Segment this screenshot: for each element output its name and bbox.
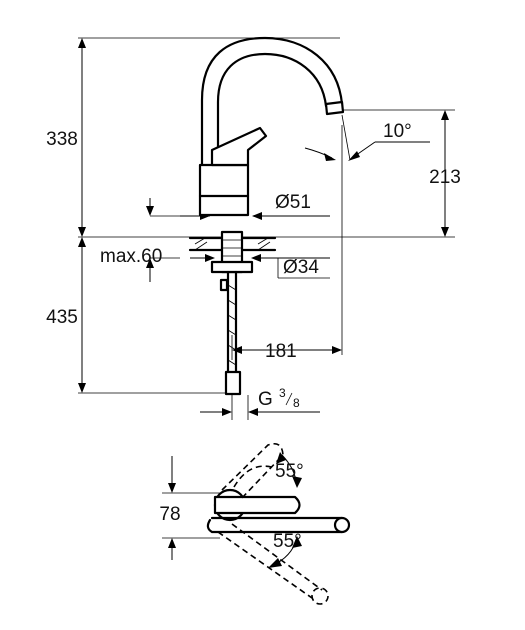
thread-letter: G	[258, 389, 273, 410]
dim-181: 181	[265, 341, 297, 362]
dim-d34: Ø34	[283, 257, 319, 278]
thread-denominator: 8	[293, 396, 300, 410]
side-view: 338 435 213 max.60 Ø51 Ø34	[46, 36, 461, 420]
top-view: 78 55° 55°	[159, 442, 351, 605]
dim-max60: max.60	[100, 246, 162, 267]
dim-d51: Ø51	[275, 192, 311, 213]
thread-numerator: 3	[279, 386, 286, 400]
dim-10deg: 10°	[383, 121, 412, 142]
dim-435: 435	[46, 307, 78, 328]
angle-55-bottom: 55°	[273, 531, 302, 552]
faucet-side	[188, 36, 345, 396]
dim-78: 78	[159, 504, 180, 525]
angle-55-top: 55°	[275, 461, 304, 482]
dim-338: 338	[46, 129, 78, 150]
dim-213: 213	[429, 167, 461, 188]
